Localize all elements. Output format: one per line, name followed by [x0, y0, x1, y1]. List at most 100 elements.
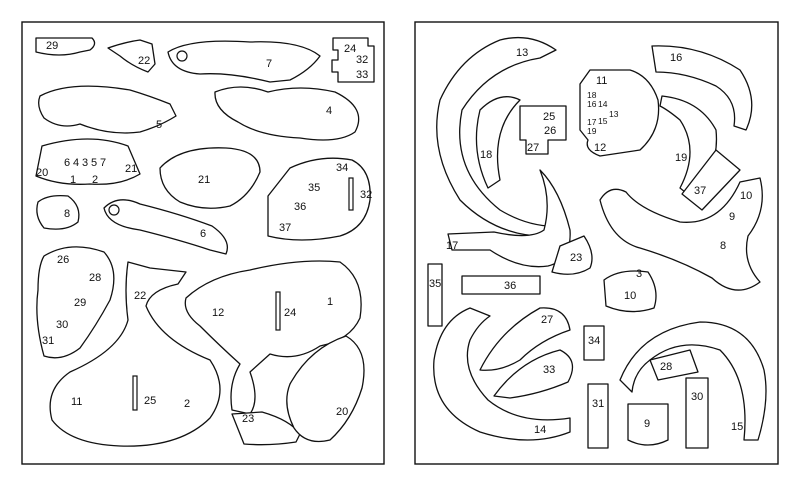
label: 27 [527, 142, 539, 154]
label: 14 [598, 99, 608, 109]
hole [176, 50, 188, 62]
label: 11 [71, 396, 82, 408]
label: 29 [74, 297, 86, 309]
label: 8 [64, 208, 70, 220]
piece-21 [159, 147, 261, 209]
piece-20 [286, 335, 365, 443]
label: 31 [592, 398, 604, 410]
label: 25 [144, 395, 156, 407]
label: 23 [570, 252, 582, 264]
label: 6 [64, 157, 70, 169]
label: 4 [73, 157, 79, 169]
label: 8 [720, 240, 726, 252]
label: 28 [89, 272, 101, 284]
label: 30 [691, 391, 703, 403]
piece-35 [427, 263, 443, 327]
label: 26 [57, 254, 69, 266]
piece-24-32-33 [331, 37, 375, 83]
label: 34 [336, 162, 348, 174]
label: 2 [184, 398, 190, 410]
label: 37 [694, 185, 706, 197]
label: 20 [36, 167, 48, 179]
piece-37 [681, 149, 741, 211]
label: 13 [609, 109, 619, 119]
label: 3 [636, 268, 642, 280]
slot [348, 177, 354, 211]
piece-17 [447, 169, 571, 268]
label: 7 [100, 157, 106, 169]
piece-23 [551, 235, 593, 275]
label: 9 [644, 418, 650, 430]
label: 21 [198, 174, 210, 186]
label: 29 [46, 40, 58, 52]
label: 3 [82, 157, 88, 169]
piece-16 [651, 45, 753, 131]
piece-23 [231, 411, 301, 446]
label: 6 [200, 228, 206, 240]
piece-11-12-body [579, 69, 660, 157]
label: 4 [326, 105, 332, 117]
label: 21 [125, 163, 137, 175]
piece-6 [103, 199, 229, 255]
piece-9 [627, 403, 669, 446]
label: 33 [356, 69, 368, 81]
label: 27 [541, 314, 553, 326]
label: 24 [344, 43, 356, 55]
piece-14 [433, 307, 571, 441]
piece-32-34 [267, 157, 371, 241]
piece-28 [649, 349, 699, 381]
label: 7 [266, 58, 272, 70]
piece-22-small [107, 39, 156, 73]
piece-29 [35, 37, 96, 56]
label: 19 [675, 152, 687, 164]
label: 18 [480, 149, 492, 161]
piece-7 [167, 40, 321, 83]
slot [275, 291, 281, 331]
label: 10 [624, 290, 636, 302]
piece-33-wing [493, 349, 574, 399]
piece-30 [685, 377, 709, 449]
label: 26 [544, 125, 556, 137]
label: 24 [284, 307, 296, 319]
label: 22 [138, 55, 150, 67]
label: 35 [308, 182, 320, 194]
label: 36 [504, 280, 516, 292]
label: 35 [429, 278, 441, 290]
label: 17 [587, 117, 597, 127]
label: 17 [446, 240, 458, 252]
piece-18-inner [475, 96, 521, 189]
label: 12 [594, 142, 606, 154]
label: 25 [543, 111, 555, 123]
label: 1 [70, 174, 76, 186]
slot [132, 375, 138, 411]
label: 16 [587, 99, 597, 109]
label: 19 [587, 126, 597, 136]
piece-8-body [599, 177, 763, 291]
label: 32 [356, 54, 368, 66]
label: 37 [279, 222, 291, 234]
piece-25-27 [519, 105, 567, 155]
piece-22-25-body [49, 261, 221, 447]
piece-36 [461, 275, 541, 295]
label: 15 [598, 116, 608, 126]
label: 5 [156, 119, 162, 131]
piece-34 [583, 325, 605, 361]
label: 9 [729, 211, 735, 223]
piece-3-10 [603, 270, 657, 313]
label: 33 [543, 364, 555, 376]
label: 10 [740, 190, 752, 202]
label: 13 [516, 47, 528, 59]
piece-31 [587, 383, 609, 449]
piece-27-wing [479, 307, 571, 371]
piece-8 [36, 194, 80, 230]
piece-1-24-12 [184, 260, 362, 415]
right-sheet: 13 16 11 18 16 14 13 17 15 19 25 26 27 1… [414, 21, 779, 465]
label: 16 [670, 52, 682, 64]
hole [108, 204, 120, 216]
piece-26-31 [36, 246, 115, 359]
left-sheet: 29 22 7 24 32 33 5 4 6 4 3 5 7 20 1 2 21… [21, 21, 385, 465]
piece-4 [214, 86, 360, 141]
piece-5 [38, 85, 177, 134]
piece-13-18 [436, 36, 561, 238]
